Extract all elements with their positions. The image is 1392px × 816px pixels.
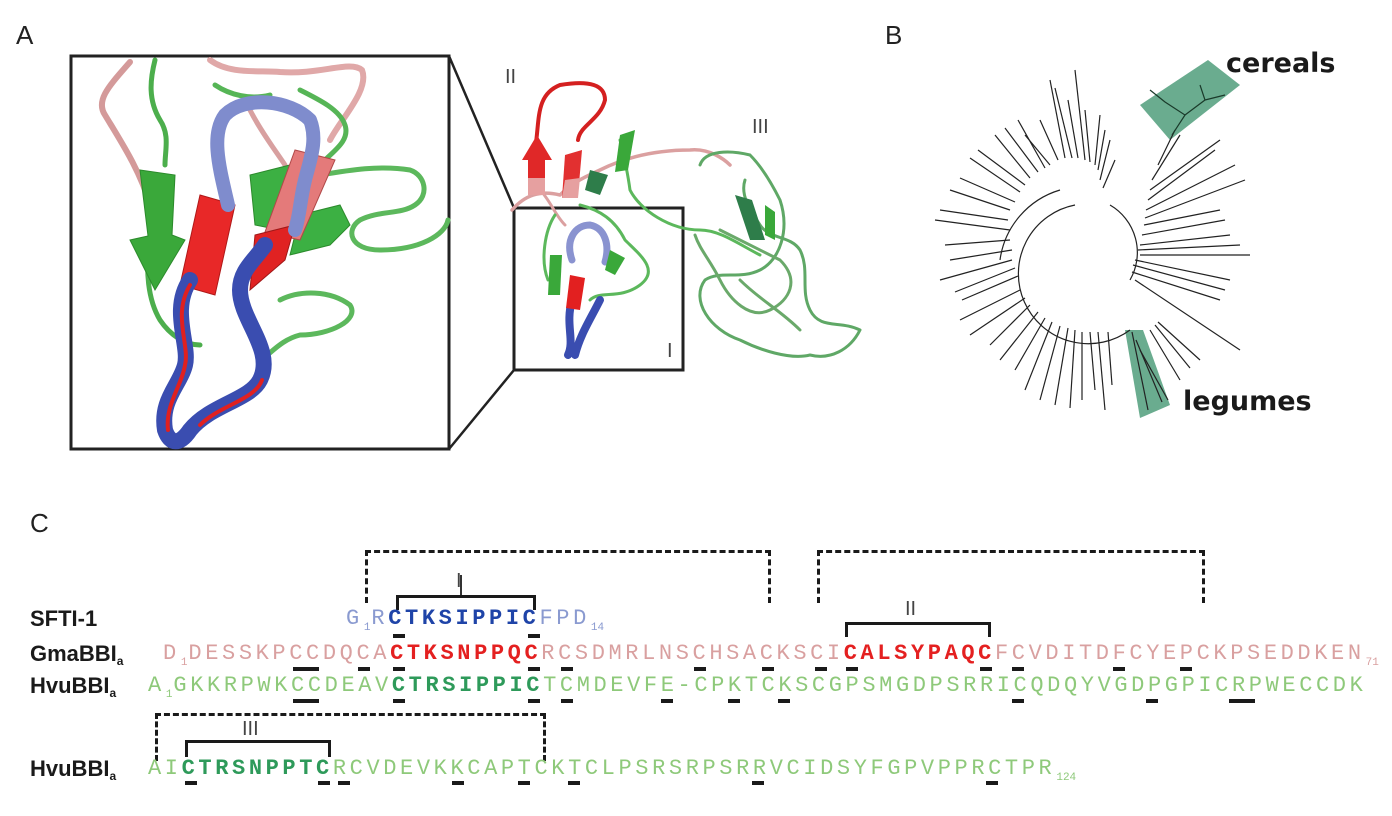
cysteine-mark bbox=[980, 667, 992, 671]
cysteine-mark bbox=[1012, 667, 1024, 671]
cysteine-mark bbox=[528, 634, 540, 638]
cereals-clade-highlight bbox=[1140, 60, 1240, 140]
sequence-hvubbi-2: AICTRSNPPTCRCVDEVKKCAPTCKTCLPSRSRPSRRVCI… bbox=[148, 756, 1077, 784]
cysteine-mark bbox=[762, 667, 774, 671]
gmabbi-loop-i: CTKSNPPQC bbox=[390, 641, 542, 666]
phylogenetic-tree bbox=[900, 40, 1360, 440]
cysteine-mark bbox=[338, 781, 350, 785]
loop-label-i-structure: I bbox=[667, 340, 673, 362]
cysteine-mark bbox=[452, 781, 464, 785]
dashed-domain-box-3 bbox=[155, 713, 546, 761]
sequence-sfti1: G1RCTKSIPPICFPD14 bbox=[346, 606, 605, 634]
panel-c-label: C bbox=[30, 508, 49, 538]
seq-name-hvubbi-2: HvuBBIa bbox=[30, 756, 117, 783]
cysteine-mark bbox=[561, 699, 573, 703]
cysteine-mark bbox=[393, 667, 405, 671]
protein-structure-illustration bbox=[69, 54, 862, 451]
cysteine-mark bbox=[728, 699, 740, 703]
loop-label-iii-structure: III bbox=[752, 116, 769, 138]
seq-name-gmabbi: GmaBBIa bbox=[30, 641, 124, 668]
cysteine-mark bbox=[561, 667, 573, 671]
clade-label-cereals: cereals bbox=[1226, 48, 1336, 79]
cysteine-mark bbox=[393, 634, 405, 638]
seq-name-hvubbi-1: HvuBBIa bbox=[30, 673, 117, 700]
seq-name-sfti1: SFTI-1 bbox=[30, 606, 98, 631]
cysteine-mark bbox=[1146, 699, 1158, 703]
cysteine-mark bbox=[1113, 667, 1125, 671]
loop-label-iii-seq: III bbox=[242, 718, 259, 740]
cysteine-mark bbox=[778, 699, 790, 703]
sequence-hvubbi-1: A1GKKRPWKCCDEAVCTRSIPPICTCMDEVFE-CPKTCKS… bbox=[148, 673, 1367, 701]
cysteine-mark bbox=[752, 781, 764, 785]
cysteine-mark bbox=[568, 781, 580, 785]
loop-label-ii-structure: II bbox=[505, 66, 517, 88]
cysteine-mark bbox=[528, 699, 540, 703]
cysteine-mark bbox=[1012, 699, 1024, 703]
cysteine-mark bbox=[318, 781, 330, 785]
dashed-domain-box-1 bbox=[365, 550, 771, 603]
sfti1-binding-loop: CTKSIPPIC bbox=[388, 606, 540, 631]
cysteine-mark bbox=[393, 699, 405, 703]
dashed-domain-box-2 bbox=[817, 550, 1205, 603]
cysteine-mark bbox=[185, 781, 197, 785]
cysteine-mark bbox=[528, 667, 540, 671]
cysteine-mark bbox=[1229, 699, 1255, 703]
cysteine-mark bbox=[518, 781, 530, 785]
cysteine-mark bbox=[358, 667, 370, 671]
panel-b-label: B bbox=[885, 20, 903, 50]
loop-bracket-i-tick bbox=[460, 575, 462, 595]
cysteine-mark bbox=[986, 781, 998, 785]
loop-bracket-ii bbox=[845, 622, 991, 637]
gmabbi-loop-ii: CALSYPAQC bbox=[843, 641, 995, 666]
loop-bracket-i bbox=[396, 595, 536, 610]
loop-label-ii-seq: II bbox=[905, 598, 917, 620]
cysteine-mark bbox=[815, 667, 827, 671]
clade-label-legumes: legumes bbox=[1183, 386, 1312, 417]
panel-a-label: A bbox=[16, 20, 34, 50]
loop-bracket-iii bbox=[185, 740, 331, 757]
panel-a-structure-figure bbox=[0, 0, 880, 460]
loop-label-i-seq-text: I bbox=[456, 570, 462, 592]
hvubbi-loop-iii: CTRSNPPTC bbox=[181, 756, 333, 781]
cysteine-mark bbox=[1180, 667, 1192, 671]
hvubbi-loop-i: CTRSIPPIC bbox=[391, 673, 544, 698]
cysteine-mark bbox=[293, 667, 319, 671]
cysteine-mark bbox=[661, 699, 673, 703]
sequence-gmabbi: D1DESSKPCCDQCACTKSNPPQCRCSDMRLNSCHSACKSC… bbox=[163, 641, 1379, 669]
cysteine-mark bbox=[846, 667, 858, 671]
cysteine-mark bbox=[293, 699, 319, 703]
cysteine-mark bbox=[694, 667, 706, 671]
